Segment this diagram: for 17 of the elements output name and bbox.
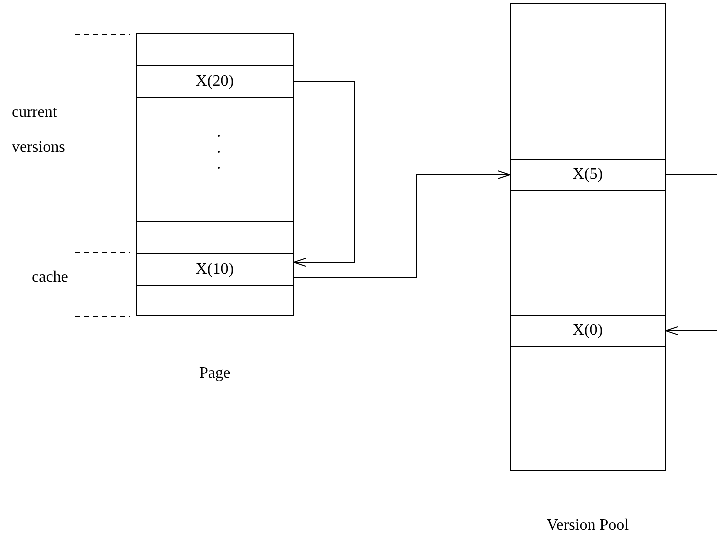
slot-row: [136, 65, 294, 98]
slot-row: [136, 253, 294, 286]
slot-label: X(20): [196, 72, 234, 90]
slot-label: X(0): [572, 322, 604, 340]
slot-row: [510, 315, 666, 347]
memory-box: [136, 33, 294, 316]
memory-box: [510, 3, 666, 471]
region-label: current versions: [12, 103, 66, 158]
arrow: [666, 326, 717, 336]
arrow: [294, 170, 510, 278]
box-caption: Page: [198, 365, 232, 383]
box-caption: Version Pool: [546, 517, 630, 535]
arrow: [294, 81, 356, 267]
slot-row: [510, 159, 666, 191]
slot-label: X(10): [196, 260, 234, 278]
slot-label: X(5): [572, 166, 604, 184]
region-label: cache: [32, 268, 70, 288]
